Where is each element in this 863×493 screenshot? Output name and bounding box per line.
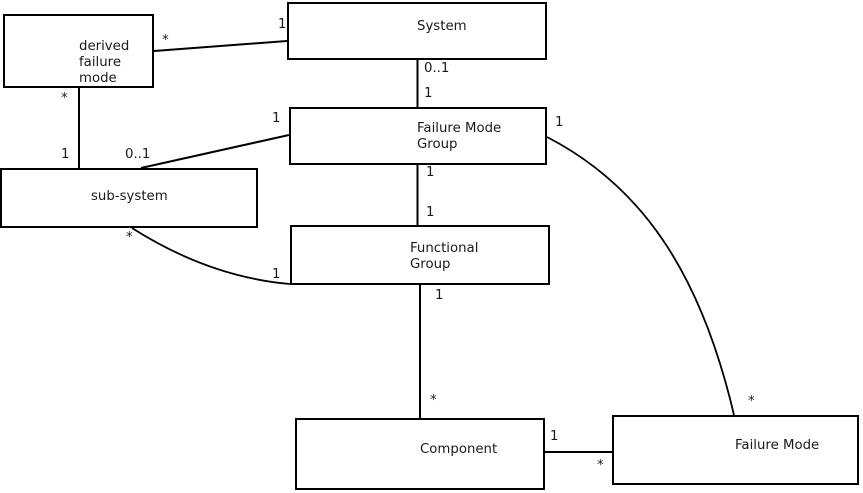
entity-label: sub-system: [91, 189, 168, 204]
multiplicity-component-failure-mode-a: 1: [550, 429, 559, 444]
edge-sub-system-functional-group: [131, 227, 291, 285]
entity-sub-system: sub-system: [0, 168, 258, 228]
entity-label: derived failure mode: [79, 39, 130, 86]
multiplicity-derived-failure-mode-system-a: *: [162, 33, 169, 48]
multiplicity-functional-group-component-b: *: [430, 393, 437, 408]
entity-label: Failure Mode Group: [417, 121, 502, 152]
entity-system: System: [287, 2, 547, 60]
multiplicity-sub-system-failure-mode-group-b: 1: [272, 111, 281, 126]
entity-label: Functional Group: [410, 241, 479, 272]
multiplicity-failure-mode-group-functional-group-b: 1: [426, 205, 435, 220]
multiplicity-failure-mode-group-failure-mode-a: 1: [555, 115, 564, 130]
multiplicity-derived-failure-mode-sub-system-b: 1: [61, 147, 70, 162]
multiplicity-failure-mode-group-failure-mode-b: *: [748, 394, 755, 409]
entity-component: Component: [295, 418, 545, 490]
multiplicity-failure-mode-group-functional-group-a: 1: [426, 165, 435, 180]
entity-label: Failure Mode: [735, 438, 820, 453]
entity-label: System: [417, 19, 467, 34]
multiplicity-sub-system-functional-group-a: *: [126, 230, 133, 245]
multiplicity-system-failure-mode-group-b: 1: [424, 86, 433, 101]
multiplicity-functional-group-component-a: 1: [435, 288, 444, 303]
entity-derived-failure-mode: derived failure mode: [3, 14, 154, 88]
entity-failure-mode-group: Failure Mode Group: [289, 107, 547, 165]
edge-derived-failure-mode-system: [153, 40, 288, 52]
multiplicity-component-failure-mode-b: *: [597, 458, 604, 473]
entity-failure-mode: Failure Mode: [612, 415, 859, 485]
multiplicity-sub-system-failure-mode-group-a: 0..1: [125, 147, 151, 162]
multiplicity-system-failure-mode-group-a: 0..1: [424, 61, 450, 76]
entity-functional-group: Functional Group: [290, 225, 550, 285]
edge-sub-system-failure-mode-group: [140, 134, 290, 169]
multiplicity-sub-system-functional-group-b: 1: [272, 267, 281, 282]
entity-label: Component: [420, 442, 498, 457]
multiplicity-derived-failure-mode-sub-system-a: *: [61, 91, 68, 106]
multiplicity-derived-failure-mode-system-b: 1: [278, 17, 287, 32]
edge-failure-mode-group-failure-mode: [546, 136, 735, 416]
